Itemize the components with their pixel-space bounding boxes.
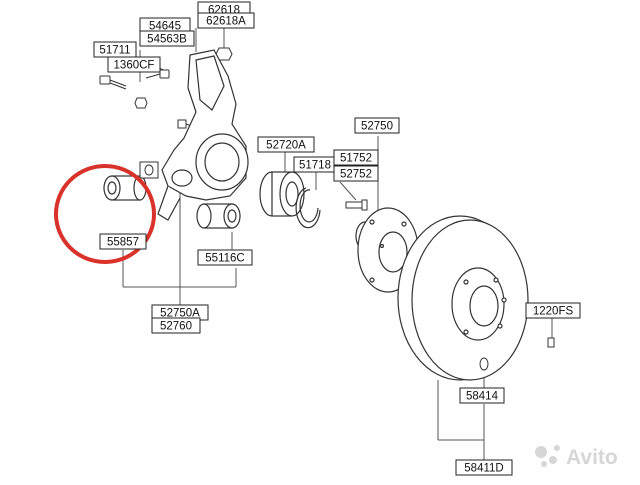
plug-58414-drawing: [479, 357, 489, 371]
label-text-52750: 52750: [361, 121, 393, 133]
label-text-55857: 55857: [107, 237, 139, 249]
label-text-51718: 51718: [299, 160, 331, 172]
label-52760[interactable]: 52760: [151, 317, 201, 334]
watermark-dot-medium: [549, 456, 557, 464]
label-52750[interactable]: 52750: [354, 117, 400, 134]
bearing-52720A-drawing: [259, 171, 305, 217]
label-text-1360CF: 1360CF: [114, 60, 155, 72]
label-text-54563B: 54563B: [147, 34, 187, 46]
label-text-55116C: 55116C: [205, 253, 244, 265]
label-1360CF[interactable]: 1360CF: [107, 56, 161, 73]
label-58411D[interactable]: 58411D: [455, 459, 513, 476]
bushing-55116C-drawing: [196, 203, 241, 229]
label-text-54645: 54645: [149, 21, 181, 33]
bolt-51711-drawing: [99, 75, 127, 90]
label-52750A[interactable]: 52750A: [151, 304, 209, 321]
label-text-58414: 58414: [466, 391, 499, 403]
knuckle-drawing: [157, 49, 249, 221]
label-text-1220FS: 1220FS: [533, 306, 574, 318]
label-51718[interactable]: 51718: [293, 156, 337, 173]
watermark-text: Avito: [566, 446, 618, 469]
leader-51752: [339, 181, 357, 201]
avito-watermark: Avito: [535, 445, 618, 469]
label-58414[interactable]: 58414: [459, 387, 505, 404]
snap-ring-51718-drawing: [295, 187, 321, 229]
label-text-51711: 51711: [99, 45, 130, 57]
bushing-side-drawing: [139, 161, 159, 179]
label-51752[interactable]: 51752: [333, 149, 379, 166]
screw-1220FS-drawing: [547, 337, 555, 348]
label-55857[interactable]: 55857: [99, 233, 147, 250]
label-51711[interactable]: 51711: [93, 41, 137, 58]
label-text-62618A: 62618A: [206, 16, 246, 28]
label-text-51752: 51752: [340, 153, 372, 165]
label-62618A[interactable]: 62618A: [197, 12, 255, 29]
label-52720A[interactable]: 52720A: [257, 136, 315, 153]
label-text-52760: 52760: [160, 321, 192, 333]
watermark-dot-tiny: [554, 445, 560, 451]
highlight-circle: [54, 164, 156, 264]
stud-51752-drawing: [345, 199, 368, 211]
label-1220FS[interactable]: 1220FS: [525, 302, 581, 319]
nut-small-drawing: [134, 97, 148, 109]
watermark-dot-small: [541, 461, 547, 467]
label-55116C[interactable]: 55116C: [197, 249, 253, 266]
label-54563B[interactable]: 54563B: [139, 30, 195, 47]
label-52752[interactable]: 52752: [333, 165, 379, 182]
bolt-1360CF-drawing: [145, 69, 170, 79]
label-text-52750A: 52750A: [160, 308, 200, 320]
watermark-dot-large: [535, 446, 547, 458]
label-text-52720A: 52720A: [266, 140, 306, 152]
label-text-58411D: 58411D: [464, 463, 503, 475]
disc-58411D-drawing: [397, 215, 529, 381]
label-text-52752: 52752: [340, 169, 372, 181]
